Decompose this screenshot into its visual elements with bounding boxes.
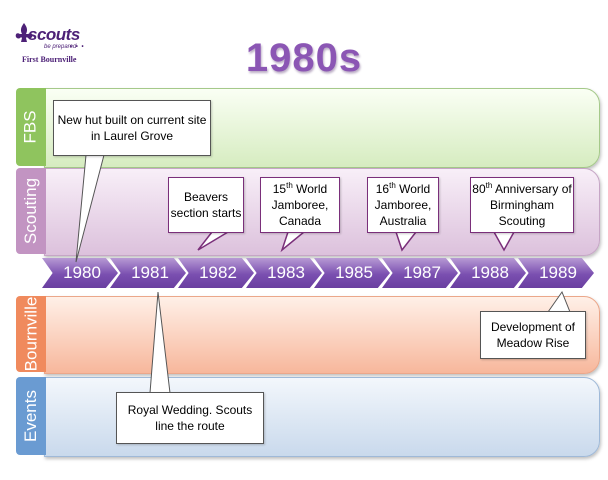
logo-dots: • • • [70,44,85,50]
jamboree15-number: 15 [272,182,287,196]
jamboree15-callout: 15th World Jamboree, Canada [260,177,340,233]
beavers-callout-text: Beavers section starts [170,190,242,220]
scouting-row-tab: Scouting [16,168,46,254]
jamboree15-callout-pointer [280,231,307,253]
jamboree15-text: World Jamboree, Canada [271,182,329,228]
royal-wedding-callout-text: Royal Wedding. Scouts line the route [127,403,253,433]
jamboree15-ordinal: th [286,181,293,190]
anniversary-callout: 80th Anniversary of Birmingham Scouting [470,177,574,233]
royal-callout-pointer [149,291,171,394]
jamboree16-number: 16 [375,182,390,196]
jamboree16-text: World Jamboree, Australia [374,182,432,228]
anniversary-callout-pointer [492,231,516,252]
anniversary-number: 80 [472,182,486,196]
year-chevron: 1981 [110,258,186,288]
logo-group-name: First Bournville [22,55,77,64]
logo-brand: scouts [28,25,80,44]
beavers-callout-pointer [197,231,231,251]
anniversary-text: Anniversary of Birmingham Scouting [489,182,572,228]
hut-callout-text: New hut built on current site in Laurel … [57,113,207,143]
events-row-tab: Events [16,377,46,455]
jamboree16-callout-pointer [394,231,418,252]
year-chevron: 1983 [246,258,322,288]
fleur-de-lis-icon [15,23,33,42]
year-chevron: 1980 [42,258,118,288]
meadow-callout-pointer [547,290,571,313]
jamboree16-callout-text: 16th World Jamboree, Australia [368,181,438,229]
page-title: 1980s [245,36,363,80]
jamboree16-callout: 16th World Jamboree, Australia [367,177,439,233]
year-chevron: 1985 [314,258,390,288]
anniversary-ordinal: th [485,181,493,190]
royal-wedding-callout: Royal Wedding. Scouts line the route [116,392,264,444]
fbs-row-tab: FBS [16,88,46,166]
year-chevron: 1989 [518,258,594,288]
jamboree16-ordinal: th [389,181,396,190]
meadow-callout-text: Development of Meadow Rise [490,320,576,350]
logo-motto: be prepared [44,44,77,50]
scouts-logo: scouts be prepared • • • First Bournvill… [14,22,92,72]
year-chevron: 1982 [178,258,254,288]
year-chevron: 1988 [450,258,526,288]
beavers-callout: Beavers section starts [168,177,244,233]
jamboree15-callout-text: 15th World Jamboree, Canada [261,181,339,229]
anniversary-callout-text: 80th Anniversary of Birmingham Scouting [471,181,573,229]
hut-callout: New hut built on current site in Laurel … [53,100,211,156]
year-chevron: 1987 [382,258,458,288]
hut-callout-pointer [75,154,105,263]
meadow-callout: Development of Meadow Rise [480,311,586,359]
bournville-row-tab: Bournville [16,296,46,372]
